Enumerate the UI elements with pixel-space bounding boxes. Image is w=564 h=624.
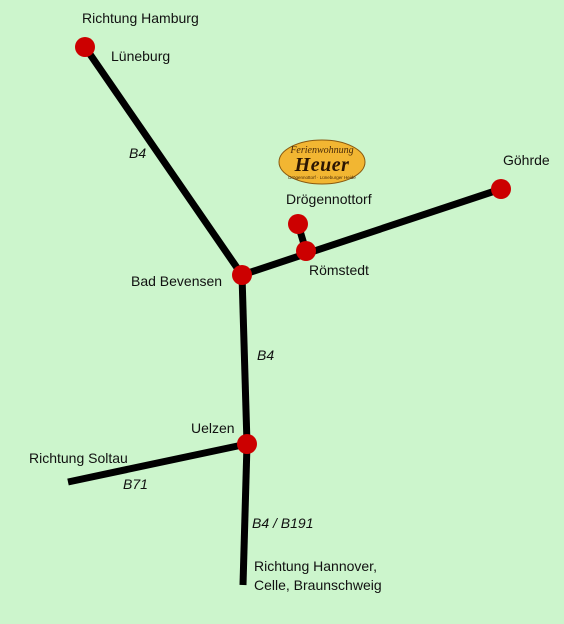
logo-shape xyxy=(278,139,366,185)
logo-line-2: Heuer xyxy=(294,154,350,176)
town-nodes xyxy=(75,37,511,454)
road-b4-middle xyxy=(238,274,251,445)
logo-line-3: Drögennottorf · Lüneburger Heide xyxy=(288,175,356,180)
node-goehrde xyxy=(491,179,511,199)
logo-line-1: Ferienwohnung xyxy=(290,145,354,156)
road-label-b4-north: B4 xyxy=(129,145,147,161)
road-label-b4-middle: B4 xyxy=(257,347,275,363)
logo-ellipse xyxy=(278,139,366,185)
label-goehrde: Göhrde xyxy=(503,152,550,168)
label-richtung-hannover-line-2: Celle, Braunschweig xyxy=(254,577,382,593)
label-bad-bevensen: Bad Bevensen xyxy=(131,273,223,289)
node-droegennottorf xyxy=(288,214,308,234)
road-b4-b191 xyxy=(239,443,251,586)
label-lueneburg: Lüneburg xyxy=(111,48,171,64)
logo-ferienwohnung-heuer: Ferienwohnung Heuer Drögennottorf · Lüne… xyxy=(279,140,365,186)
label-richtung-hannover-line-1: Richtung Hannover, xyxy=(254,558,377,574)
node-roemstedt xyxy=(296,241,316,261)
node-lueneburg xyxy=(75,37,95,57)
road-b4-north xyxy=(82,45,245,277)
road-label-b4-b191: B4 / B191 xyxy=(252,515,314,531)
label-roemstedt: Römstedt xyxy=(309,262,369,278)
node-uelzen xyxy=(237,434,257,454)
road-to-goehrde xyxy=(240,185,503,279)
label-droegennottorf: Drögennottorf xyxy=(286,191,372,207)
road-b71 xyxy=(67,440,248,486)
road-label-b71: B71 xyxy=(123,476,148,492)
node-bad-bevensen xyxy=(232,265,252,285)
label-richtung-soltau: Richtung Soltau xyxy=(29,450,128,466)
label-richtung-hannover: Richtung Hannover, Celle, Braunschweig xyxy=(254,557,382,595)
label-richtung-hamburg: Richtung Hamburg xyxy=(82,10,199,26)
label-uelzen: Uelzen xyxy=(191,420,235,436)
